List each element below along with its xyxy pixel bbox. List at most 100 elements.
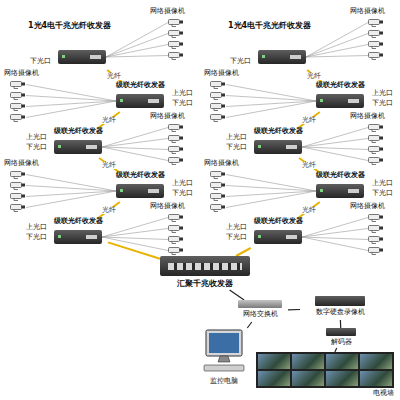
port-label: 下光口 (172, 190, 193, 197)
fiber-link (99, 158, 119, 172)
port-label: 下光口 (372, 100, 393, 107)
decoder-box: 解码器 (318, 328, 364, 348)
port-block (148, 189, 159, 193)
device-name: 级联光纤收发器 (110, 172, 170, 179)
fiber-label: 光纤 (101, 162, 117, 169)
device-name: 级联光纤收发器 (248, 128, 308, 135)
fiber-link (98, 112, 120, 128)
tv-screen (360, 354, 392, 369)
camera-cable (102, 218, 168, 251)
fiber-label: 光纤 (301, 207, 317, 214)
fiber-link (299, 158, 319, 172)
port-label: 上光口 (26, 134, 47, 141)
status-led (258, 145, 261, 148)
camera-group-label: 网络摄像机 (204, 160, 239, 167)
camera-group-label: 网络摄像机 (350, 8, 385, 15)
port-block (286, 235, 297, 239)
camera-icon (11, 205, 26, 212)
camera-icon (169, 125, 184, 132)
port-label: 下光口 (30, 58, 51, 65)
cascade-transceiver: 级联光纤收发器 (110, 82, 170, 112)
port-label: 上光口 (172, 90, 193, 97)
camera-cable (106, 23, 168, 58)
camera-icon (369, 147, 384, 154)
camera-group-label: 网络摄像机 (150, 203, 185, 210)
port-label: 上光口 (226, 134, 247, 141)
port-label: 上光口 (172, 180, 193, 187)
device-name: 级联光纤收发器 (310, 82, 370, 89)
transceiver-device (316, 94, 364, 108)
transceiver-device (116, 94, 164, 108)
camera-icon (211, 194, 226, 201)
camera-icon (369, 226, 384, 233)
camera-icon (369, 215, 384, 222)
network-cable (230, 290, 245, 300)
cascade-transceiver: 级联光纤收发器 (110, 172, 170, 202)
heading-text: 1光4电千兆光纤收发器 (228, 22, 311, 30)
status-led (258, 235, 261, 238)
port-label: 下光口 (26, 144, 47, 151)
camera-icon (369, 53, 384, 60)
port-block (348, 99, 359, 103)
aggregation-device (160, 256, 250, 276)
status-led (62, 55, 65, 58)
camera-icon (169, 158, 184, 165)
camera-cable (302, 128, 368, 161)
port-block (290, 55, 301, 59)
camera-icon (211, 93, 226, 100)
camera-cable (306, 23, 368, 58)
transceiver-device (54, 230, 102, 244)
camera-icon (369, 42, 384, 49)
fiber-link (298, 202, 320, 218)
tv-screen (258, 371, 290, 386)
tv-screen (258, 354, 290, 369)
cascade-transceiver: 级联光纤收发器 (310, 82, 370, 112)
port-label: 上光口 (372, 180, 393, 187)
camera-icon (211, 172, 226, 179)
heading-text: 1光4电千兆光纤收发器 (28, 22, 111, 30)
camera-cable (26, 175, 116, 208)
camera-cable (226, 85, 316, 118)
cascade-transceiver: 级联光纤收发器 (248, 218, 308, 248)
tv-screen (292, 371, 324, 386)
device-name: 数字硬盘录像机 (300, 309, 380, 316)
camera-icon (169, 147, 184, 154)
port-label: 下光口 (226, 144, 247, 151)
port-block (86, 235, 97, 239)
device-name: 级联光纤收发器 (48, 128, 108, 135)
aggregation-transceiver: 汇聚千兆收发器 (160, 256, 250, 290)
fiber-link (108, 242, 160, 258)
keyboard (204, 365, 244, 371)
cascade-transceiver: 级联光纤收发器 (310, 172, 370, 202)
fiber-link (236, 248, 251, 256)
port-block (348, 189, 359, 193)
camera-icon (169, 136, 184, 143)
network-cable (288, 309, 300, 311)
tv-screen (326, 371, 358, 386)
fiber-link (307, 70, 322, 82)
camera-group-label: 网络摄像机 (4, 70, 39, 77)
port-label: 上光口 (372, 90, 393, 97)
camera-icon (169, 226, 184, 233)
camera-icon (369, 248, 384, 255)
camera-icon (11, 93, 26, 100)
transceiver-device (316, 184, 364, 198)
port-row (168, 263, 242, 270)
fiber-link (107, 70, 122, 82)
cascade-transceiver: 级联光纤收发器 (48, 218, 108, 248)
dvr-device (315, 296, 365, 306)
device-name: 网络交换机 (232, 311, 288, 318)
camera-icon (369, 125, 384, 132)
monitor-stand (218, 356, 230, 362)
network-cable (340, 320, 342, 328)
camera-icon (169, 20, 184, 27)
port-block (90, 55, 101, 59)
fiber-link (98, 202, 120, 218)
camera-icon (11, 115, 26, 122)
camera-icon (211, 115, 226, 122)
tv-wall: 电视墙 (256, 352, 394, 398)
port-label: 下光口 (230, 58, 251, 65)
camera-icon (11, 172, 26, 179)
device-name: 级联光纤收发器 (48, 218, 108, 225)
camera-cable (26, 85, 116, 118)
